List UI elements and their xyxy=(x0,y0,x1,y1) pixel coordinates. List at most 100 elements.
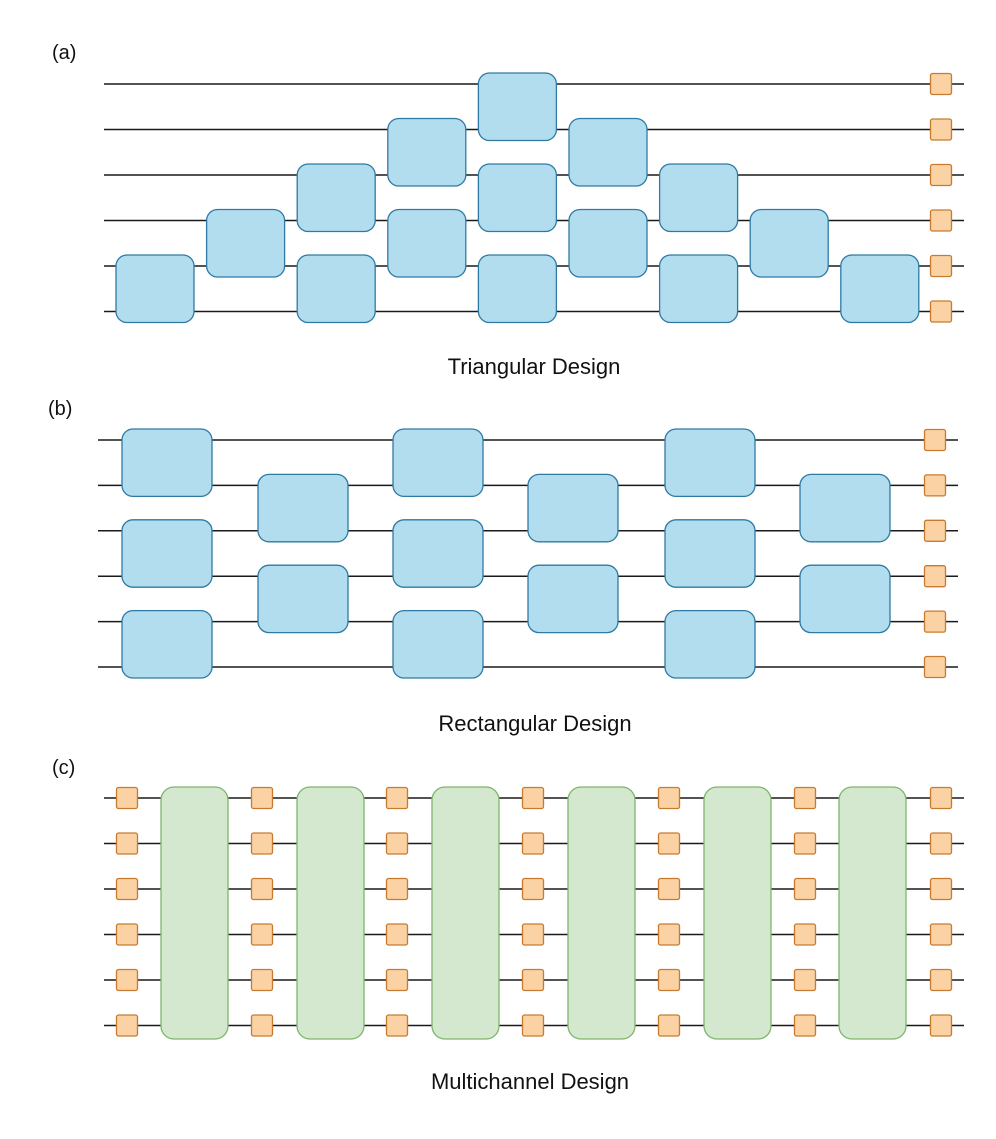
multichannel-col1-phase-shifter-4 xyxy=(115,923,139,946)
panel-rectangular: (b) Rectangular Design xyxy=(48,398,958,736)
multichannel-col3-phase-shifter-5 xyxy=(385,968,409,992)
multichannel-col5-phase-shifter-4 xyxy=(657,923,681,946)
multichannel-col4-phase-shifter-4 xyxy=(521,923,545,946)
panel-multichannel: (c) Multichannel Design xyxy=(52,757,964,1094)
rectangular-phase-shifter-1 xyxy=(923,428,947,452)
rectangular-phase-shifter-3 xyxy=(923,519,947,542)
triangular-phase-shifter-4 xyxy=(929,209,953,232)
mixing-layer-2 xyxy=(296,786,365,1040)
mzi-block xyxy=(568,117,648,187)
multichannel-col4-phase-shifter-1 xyxy=(521,786,545,810)
mzi-block xyxy=(392,428,484,498)
mzi-block xyxy=(387,117,467,187)
triangular-phase-shifter-6 xyxy=(929,300,953,323)
triangular-output-phase-shifters xyxy=(929,72,953,323)
multichannel-col3-phase-shifter-3 xyxy=(385,877,409,901)
multichannel-col2-phase-shifter-3 xyxy=(250,877,274,901)
multichannel-col1-phase-shifter-6 xyxy=(115,1014,139,1037)
triangular-mzi-blocks xyxy=(115,72,920,324)
multichannel-col7-phase-shifter-1 xyxy=(929,786,953,810)
mixing-layer-6 xyxy=(838,786,907,1040)
multichannel-phase-shifters xyxy=(115,786,953,1037)
multichannel-col7-phase-shifter-5 xyxy=(929,968,953,992)
mixing-layer-5 xyxy=(703,786,772,1040)
rectangular-phase-shifter-4 xyxy=(923,565,947,588)
rectangular-phase-shifter-6 xyxy=(923,655,947,679)
multichannel-col2-phase-shifter-2 xyxy=(250,832,274,855)
mzi-block xyxy=(296,163,376,233)
multichannel-col6-phase-shifter-4 xyxy=(793,923,817,946)
mzi-block xyxy=(664,428,756,498)
mzi-block xyxy=(115,254,195,324)
multichannel-col4-phase-shifter-6 xyxy=(521,1014,545,1037)
rectangular-output-phase-shifters xyxy=(923,428,947,679)
multichannel-col3-phase-shifter-6 xyxy=(385,1014,409,1037)
multichannel-col5-phase-shifter-6 xyxy=(657,1014,681,1037)
multichannel-col3-phase-shifter-1 xyxy=(385,786,409,810)
multichannel-col5-phase-shifter-5 xyxy=(657,968,681,992)
panel-a-tag: (a) xyxy=(52,42,76,64)
triangular-phase-shifter-3 xyxy=(929,163,953,187)
multichannel-col7-phase-shifter-3 xyxy=(929,877,953,901)
multichannel-col1-phase-shifter-2 xyxy=(115,832,139,855)
panel-a-caption: Triangular Design xyxy=(448,354,621,379)
multichannel-col1-phase-shifter-3 xyxy=(115,877,139,901)
rectangular-phase-shifter-2 xyxy=(923,474,947,497)
multichannel-col5-phase-shifter-2 xyxy=(657,832,681,855)
rectangular-mzi-blocks xyxy=(121,428,891,679)
multichannel-col3-phase-shifter-2 xyxy=(385,832,409,855)
mzi-block xyxy=(527,473,619,543)
mzi-block xyxy=(205,208,286,278)
mixing-layer-1 xyxy=(160,786,229,1040)
mzi-block xyxy=(658,254,739,324)
multichannel-col6-phase-shifter-6 xyxy=(793,1014,817,1037)
mzi-block xyxy=(527,564,619,634)
panel-b-caption: Rectangular Design xyxy=(438,711,631,736)
panel-c-tag: (c) xyxy=(52,757,75,779)
multichannel-col2-phase-shifter-1 xyxy=(250,786,274,810)
multichannel-col2-phase-shifter-5 xyxy=(250,968,274,992)
triangular-phase-shifter-1 xyxy=(929,72,953,96)
mzi-block xyxy=(392,609,484,679)
multichannel-col1-phase-shifter-5 xyxy=(115,968,139,992)
multichannel-col6-phase-shifter-5 xyxy=(793,968,817,992)
mzi-block xyxy=(658,163,739,233)
triangular-phase-shifter-5 xyxy=(929,254,953,278)
mzi-block xyxy=(799,564,891,634)
mzi-block xyxy=(296,254,376,324)
mzi-block xyxy=(257,473,349,543)
mzi-block xyxy=(121,609,213,679)
mzi-block xyxy=(257,564,349,634)
mzi-block xyxy=(749,208,829,278)
mixing-layer-4 xyxy=(567,786,636,1040)
panel-c-caption: Multichannel Design xyxy=(431,1069,629,1094)
mzi-block xyxy=(664,519,756,588)
mzi-block xyxy=(568,208,648,278)
panel-triangular: (a) Triangular Design xyxy=(52,42,964,379)
multichannel-col4-phase-shifter-3 xyxy=(521,877,545,901)
mzi-block xyxy=(477,163,558,233)
multichannel-mixing-layers xyxy=(160,786,907,1040)
multichannel-col7-phase-shifter-6 xyxy=(929,1014,953,1037)
mzi-block xyxy=(121,519,213,588)
multichannel-col6-phase-shifter-2 xyxy=(793,832,817,855)
multichannel-col4-phase-shifter-2 xyxy=(521,832,545,855)
panel-b-tag: (b) xyxy=(48,398,72,420)
multichannel-col6-phase-shifter-3 xyxy=(793,877,817,901)
mzi-block xyxy=(477,254,558,324)
mzi-block xyxy=(392,519,484,588)
mixing-layer-3 xyxy=(431,786,500,1040)
multichannel-col7-phase-shifter-4 xyxy=(929,923,953,946)
triangular-phase-shifter-2 xyxy=(929,118,953,141)
multichannel-col5-phase-shifter-3 xyxy=(657,877,681,901)
multichannel-col2-phase-shifter-6 xyxy=(250,1014,274,1037)
multichannel-col1-phase-shifter-1 xyxy=(115,786,139,810)
mzi-block xyxy=(664,609,756,679)
mzi-block xyxy=(799,473,891,543)
multichannel-col3-phase-shifter-4 xyxy=(385,923,409,946)
multichannel-col5-phase-shifter-1 xyxy=(657,786,681,810)
mzi-block xyxy=(840,254,920,324)
multichannel-col6-phase-shifter-1 xyxy=(793,786,817,810)
multichannel-col2-phase-shifter-4 xyxy=(250,923,274,946)
mzi-block xyxy=(121,428,213,498)
